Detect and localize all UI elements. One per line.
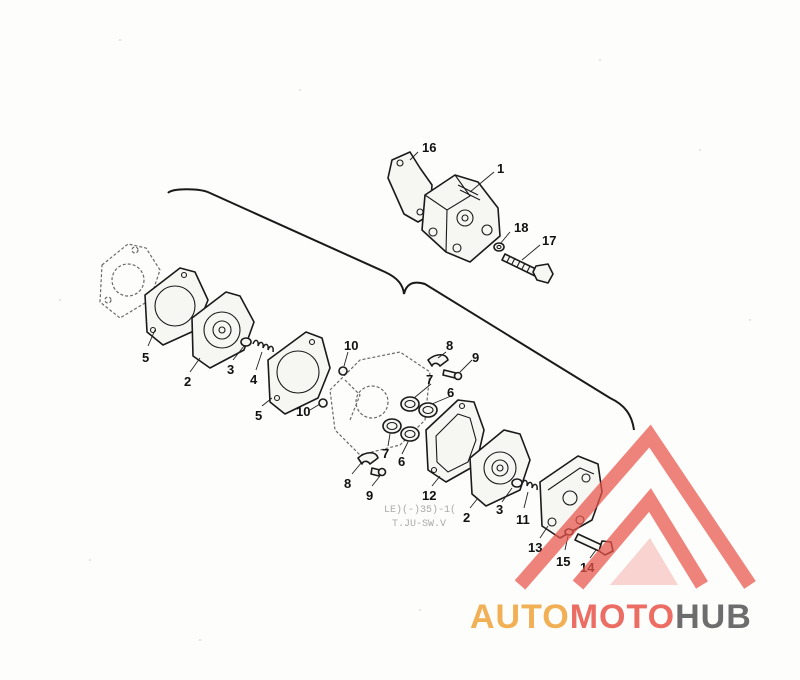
part-4-spring [252,339,274,353]
part-7-valve-upper [400,396,420,412]
part-5-gasket-center [267,331,331,415]
callout-10-lower: 10 [296,404,310,419]
leader-lines [147,151,597,559]
watermark-text: AUTOMOTOHUB [470,598,752,636]
callout-3-left: 3 [227,362,234,377]
callout-2-left: 2 [184,374,191,389]
callout-5-center: 5 [255,408,262,423]
callout-7-upper: 7 [426,372,433,387]
callout-17: 17 [542,233,556,248]
callout-6-lower: 6 [398,454,405,469]
callout-15: 15 [556,554,570,569]
callout-18: 18 [514,220,528,235]
part-11-spring [521,479,538,491]
part-3-washer-left [240,337,252,347]
callout-2-right: 2 [463,510,470,525]
callout-5-left: 5 [142,350,149,365]
part-6-seal-upper [418,402,438,418]
callout-8-lower: 8 [344,476,351,491]
callout-13: 13 [528,540,542,555]
pump-body-phantom-left [99,243,161,319]
callout-4: 4 [250,372,258,387]
callout-3-right: 3 [496,502,503,517]
callout-12: 12 [422,488,436,503]
part-1-pump-cover [421,174,501,263]
part-9-screw-upper [442,369,463,381]
logo-triangle-mark [514,424,756,590]
svg-text:LE)(-)35)-1(: LE)(-)35)-1( [384,504,456,516]
callout-11: 11 [516,512,530,527]
part-10-nut-upper [338,366,348,376]
part-8-clip-upper [427,353,449,367]
part-8-clip-lower [357,451,379,465]
part-18-washer [493,242,505,252]
part-10-nut-lower [318,398,328,408]
assembly-bracket [167,188,635,431]
callout-9-lower: 9 [366,488,373,503]
watermark-text-auto: AUTO [470,598,570,636]
callout-1: 1 [497,161,504,176]
faded-print-marks: LE)(-)35)-1( T.JU-SW.V [384,504,456,530]
callout-9-upper: 9 [472,350,479,365]
callout-16: 16 [422,140,436,155]
part-17-bolt [501,253,554,284]
part-3-washer-right [511,478,523,488]
watermark-logo [514,424,756,590]
part-7-valve-lower [382,418,402,434]
callout-6-upper: 6 [447,385,454,400]
callout-10-upper: 10 [344,338,358,353]
callout-8-upper: 8 [446,338,453,353]
svg-text:T.JU-SW.V: T.JU-SW.V [392,519,446,530]
callout-7-lower: 7 [382,446,389,461]
part-2-diaphragm-left [191,291,255,369]
callout-labels: 1 16 18 17 5 2 3 4 5 10 10 8 9 7 6 7 6 8… [142,140,595,575]
pump-body-center [329,351,431,456]
watermark-text-hub: HUB [675,598,752,636]
part-9-screw-lower [370,467,387,477]
scan-noise [59,39,751,641]
watermark-text-moto: MOTO [570,598,675,636]
part-6-seal-lower [400,426,420,442]
logo-triangle-inner [610,538,678,585]
